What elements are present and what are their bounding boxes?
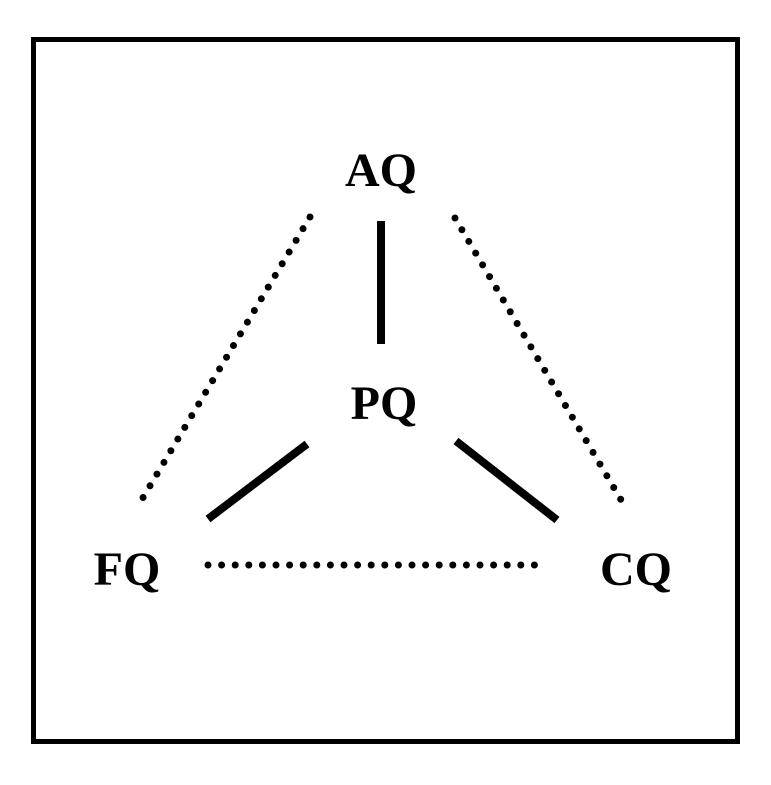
diagram-frame — [31, 37, 740, 744]
edge-pq-fq — [205, 440, 310, 523]
edge-aq-cq — [451, 214, 631, 514]
edge-aq-fq — [134, 213, 314, 510]
node-fq-label: FQ — [94, 543, 161, 596]
node-pq-label: PQ — [351, 377, 418, 430]
node-cq-label: CQ — [600, 543, 672, 596]
edge-pq-cq — [453, 437, 560, 524]
node-aq-label: AQ — [345, 144, 417, 197]
